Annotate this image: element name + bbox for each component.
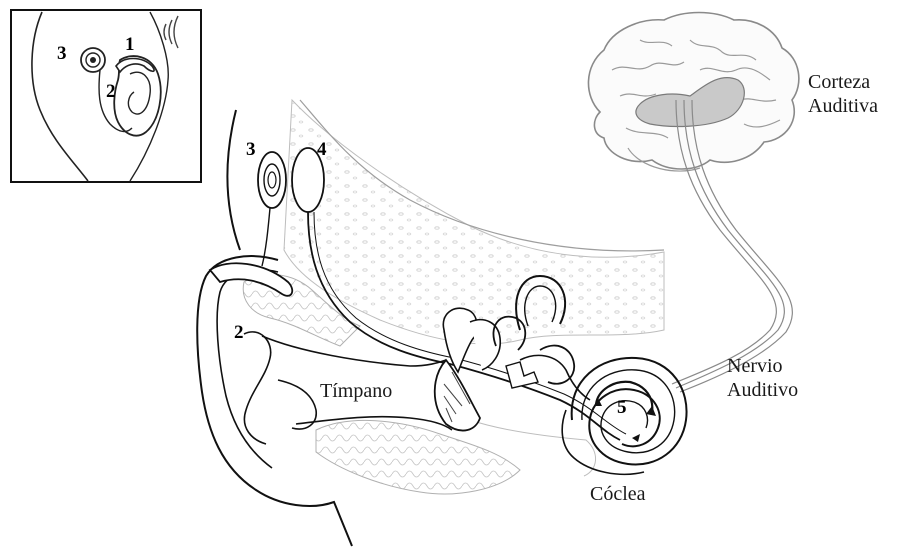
auditory-cortex-label: Corteza Auditiva (808, 70, 878, 118)
label-4: 4 (317, 140, 327, 159)
inset-label-1: 1 (125, 35, 135, 54)
brain-outline (588, 13, 798, 170)
auditory-nerve-label: Nervio Auditivo (727, 354, 798, 402)
lower-spongy (316, 420, 520, 494)
auditory-cortex-label-line2: Auditiva (808, 94, 878, 118)
coil-outer (258, 152, 286, 208)
stapes (506, 362, 538, 388)
eardrum-label: Tímpano (320, 381, 392, 401)
cochlea-label: Cóclea (590, 484, 646, 504)
label-5: 5 (617, 398, 627, 417)
auditory-nerve-label-line2: Auditivo (727, 378, 798, 402)
inset-label-3: 3 (57, 44, 67, 63)
auditory-nerve-label-line1: Nervio (727, 354, 798, 378)
ear-canal-upper (262, 336, 446, 366)
auditory-cortex-label-line1: Corteza (808, 70, 878, 94)
concha (244, 332, 271, 444)
label-2: 2 (234, 323, 244, 342)
brain (588, 13, 798, 172)
head-contour (228, 110, 241, 250)
inset-label-2: 2 (106, 82, 116, 101)
cochlea-spiral-outer (572, 358, 687, 465)
label-3: 3 (246, 140, 256, 159)
inset-coil-center (90, 57, 96, 63)
